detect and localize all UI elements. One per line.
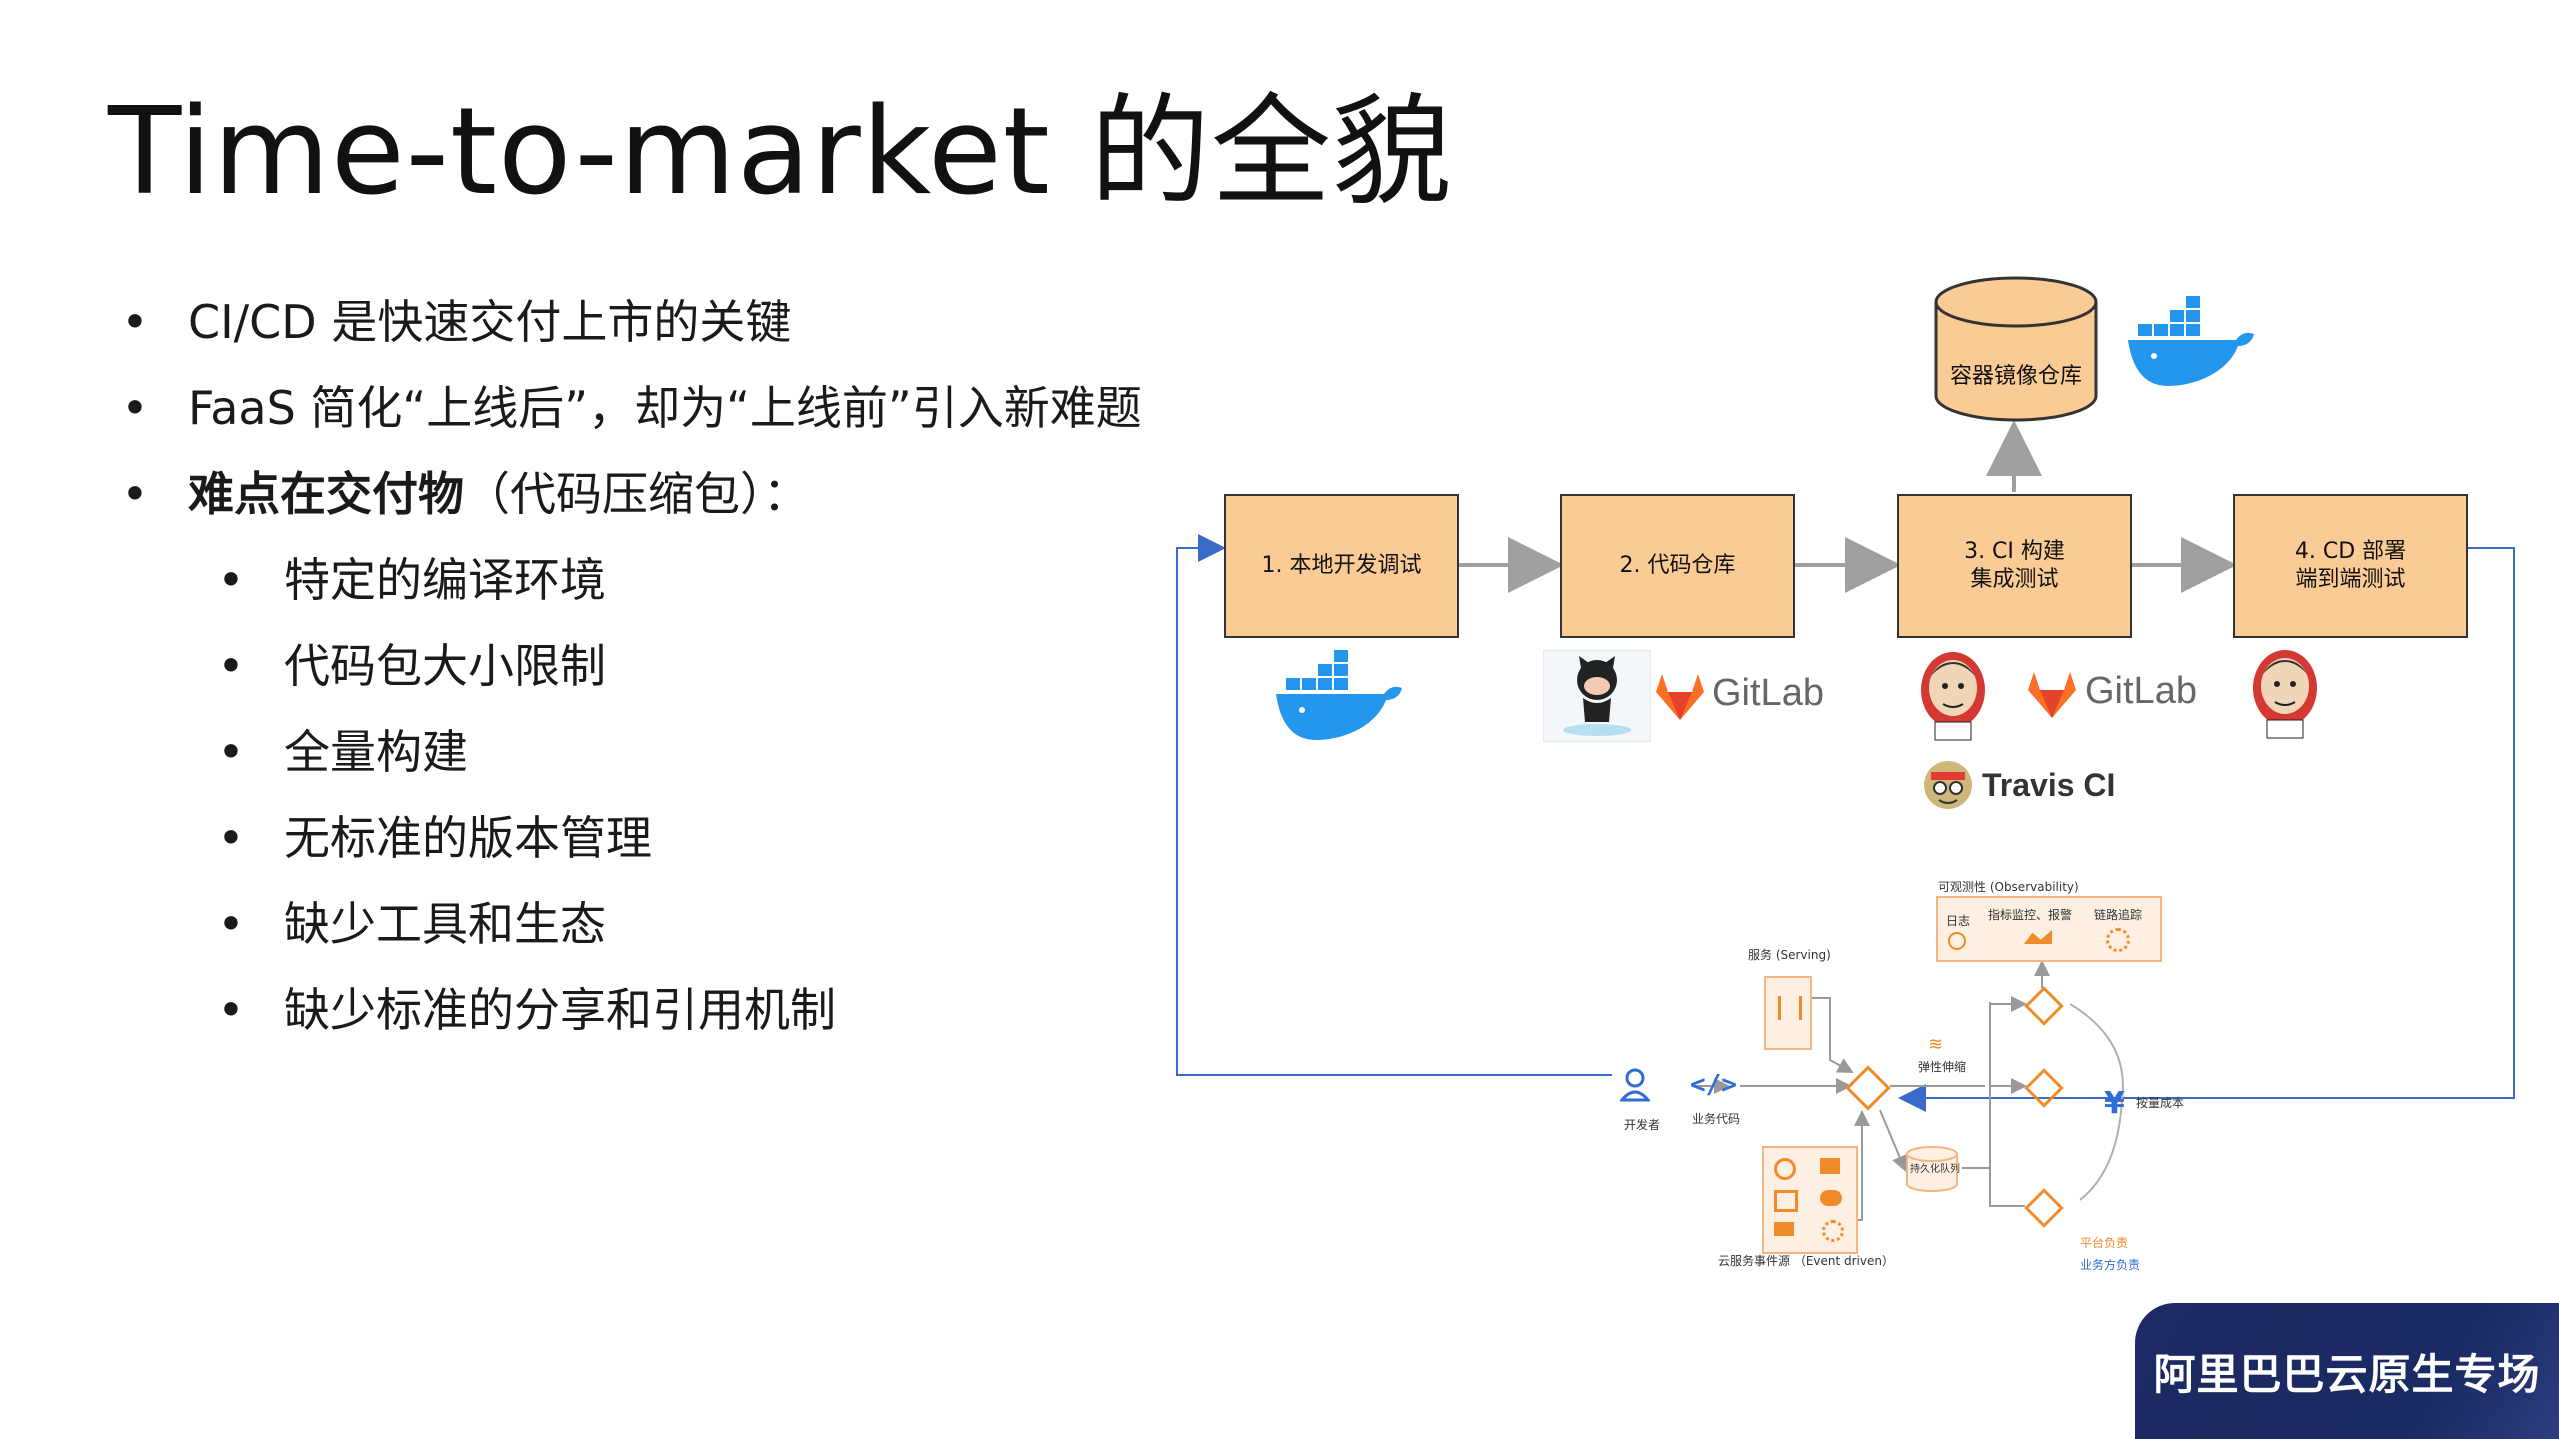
bullet-dot: •: [217, 553, 245, 607]
event-icon: [1774, 1158, 1796, 1180]
bullet-dot: •: [217, 811, 245, 865]
obs-item-tracing: 链路追踪: [2094, 908, 2143, 922]
bullet-dot: •: [217, 983, 245, 1037]
travis-icon: [1924, 761, 1972, 809]
bullet-dot: •: [121, 467, 149, 521]
sub-bullet-item: • 无标准的版本管理: [120, 808, 1340, 894]
jenkins-icon: [2253, 650, 2317, 739]
bullet-item: • CI/CD 是快速交付上市的关键: [120, 292, 1340, 378]
slide-title: Time-to-market 的全貌: [108, 83, 1453, 222]
serving-doc-icon: [1764, 976, 1812, 1050]
code-icon: </>: [1690, 1070, 1737, 1100]
sub-bullet-text: 缺少标准的分享和引用机制: [284, 983, 836, 1037]
sub-bullet-item: • 全量构建: [120, 722, 1340, 808]
event-icon: [1774, 1222, 1794, 1236]
event-icon: [1822, 1220, 1844, 1242]
developer-icon: [1620, 1068, 1650, 1102]
function-icon: [2024, 1188, 2064, 1228]
cost-icon: ¥: [2104, 1086, 2125, 1121]
bullet-rest-text: （代码压缩包）：: [464, 467, 809, 521]
sub-bullet-text: 缺少工具和生态: [284, 897, 606, 951]
obs-item-metrics: 指标监控、报警: [1988, 908, 2073, 922]
serving-label: 服务 (Serving): [1748, 948, 1831, 962]
elastic-label: 弹性伸缩: [1918, 1060, 1967, 1074]
registry-label: 容器镜像仓库: [1950, 364, 2083, 389]
elastic-scaling-icon: ≋: [1928, 1034, 1944, 1055]
queue-database-icon: [1906, 1146, 1958, 1192]
github-icon: [1543, 650, 1651, 742]
docker-icon: [2128, 296, 2254, 386]
registry-database-icon: [1934, 276, 2098, 422]
bullet-bold-text: 难点在交付物: [188, 467, 464, 521]
sub-bullet-item: • 代码包大小限制: [120, 636, 1340, 722]
bullet-dot: •: [121, 295, 149, 349]
bullet-dot: •: [217, 897, 245, 951]
legend-platform: 平台负责: [2080, 1236, 2129, 1250]
step-code-repo: 2. 代码仓库: [1560, 494, 1795, 638]
jenkins-icon: [1921, 652, 1985, 741]
gateway-icon: [1845, 1065, 1891, 1111]
legend-business: 业务方负责: [2080, 1258, 2141, 1272]
step-cd-deploy: 4. CD 部署 端到端测试: [2233, 494, 2468, 638]
event-icon: [1774, 1190, 1798, 1212]
event-source-label: 云服务事件源 （Event driven）: [1718, 1254, 1894, 1268]
queue-label: 持久化队列: [1910, 1164, 1960, 1175]
gitlab-label: GitLab: [2085, 670, 2197, 712]
bullet-item: • FaaS 简化“上线后”，却为“上线前”引入新难题: [120, 378, 1340, 464]
sub-bullet-item: • 特定的编译环境: [120, 550, 1340, 636]
event-source-box: [1762, 1146, 1858, 1254]
observability-title: 可观测性 (Observability): [1938, 880, 2079, 894]
gitlab-icon: [2028, 672, 2076, 718]
network-icon: [1778, 996, 1802, 1020]
function-icon: [2024, 1068, 2064, 1108]
function-icon: [2024, 986, 2064, 1026]
step-ci-build: 3. CI 构建 集成测试: [1897, 494, 2132, 638]
developer-label: 开发者: [1624, 1118, 1661, 1132]
search-icon: [1948, 932, 1966, 950]
obs-item-logs: 日志: [1946, 914, 1971, 928]
bullet-dot: •: [217, 725, 245, 779]
bullet-list: • CI/CD 是快速交付上市的关键 • FaaS 简化“上线后”，却为“上线前…: [120, 292, 1340, 1066]
event-icon: [1820, 1158, 1840, 1174]
sub-bullet-text: 无标准的版本管理: [284, 811, 652, 865]
bullet-item: • 难点在交付物（代码压缩包）：: [120, 464, 1340, 550]
bullet-text: CI/CD 是快速交付上市的关键: [188, 295, 792, 349]
observability-box: [1936, 896, 2162, 962]
code-label: 业务代码: [1692, 1112, 1741, 1126]
docker-icon: [1276, 650, 1402, 740]
gitlab-label: GitLab: [1712, 672, 1824, 714]
travis-label: Travis CI: [1982, 767, 2116, 803]
event-icon: [1820, 1190, 1842, 1206]
brand-banner: 阿里巴巴云原生专场: [2135, 1303, 2559, 1439]
trace-icon: [2106, 928, 2130, 952]
bullet-text: FaaS 简化“上线后”，却为“上线前”引入新难题: [188, 381, 1142, 435]
gitlab-icon: [1656, 674, 1704, 720]
sub-bullet-text: 代码包大小限制: [284, 639, 606, 693]
sub-bullet-text: 特定的编译环境: [284, 553, 606, 607]
sub-bullet-item: • 缺少标准的分享和引用机制: [120, 980, 1340, 1066]
cost-label: 按量成本: [2136, 1096, 2185, 1110]
sub-bullet-item: • 缺少工具和生态: [120, 894, 1340, 980]
bullet-dot: •: [217, 639, 245, 693]
sub-bullet-text: 全量构建: [284, 725, 468, 779]
bullet-text-composite: 难点在交付物（代码压缩包）：: [188, 464, 809, 524]
bullet-dot: •: [121, 381, 149, 435]
step-local-dev: 1. 本地开发调试: [1224, 494, 1459, 638]
